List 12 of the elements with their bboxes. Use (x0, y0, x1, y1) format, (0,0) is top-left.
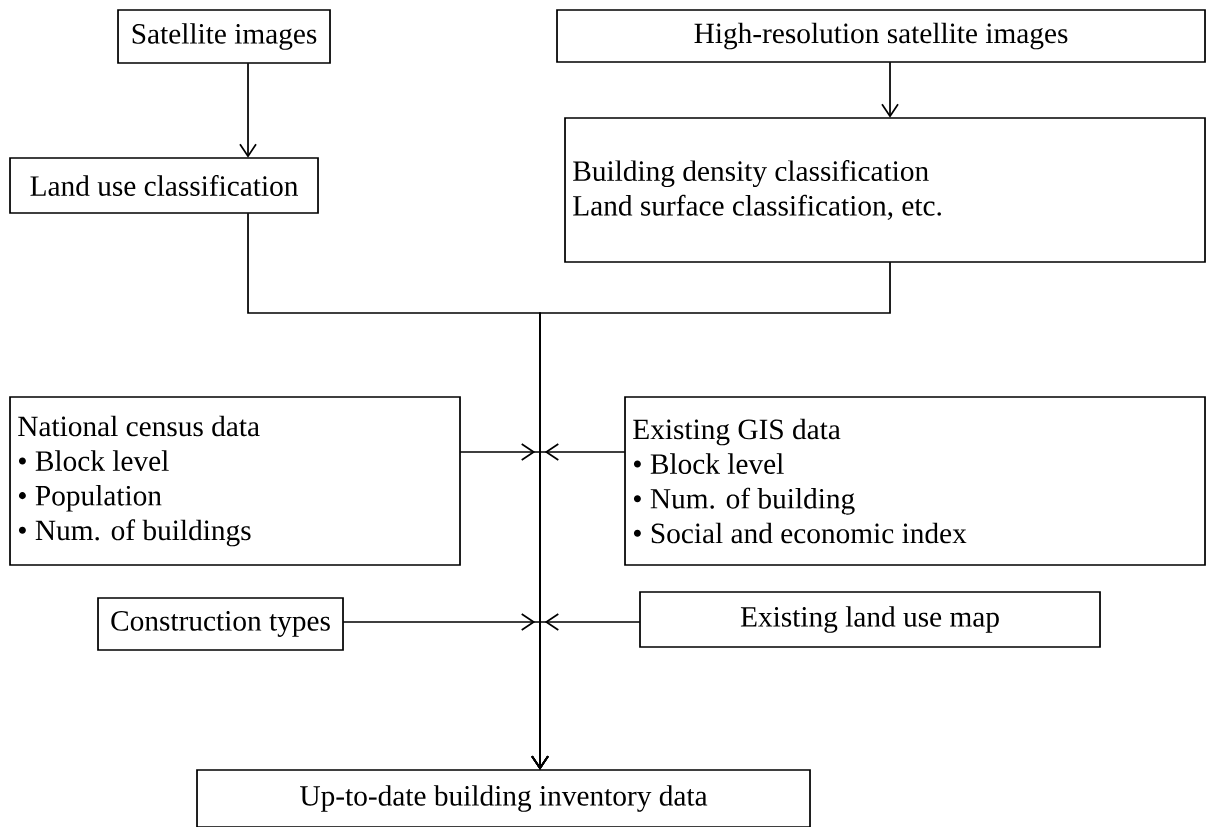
arrow (881, 61, 899, 118)
process-box: Building density classification Land surface classification, etc. (564, 117, 1206, 263)
arrow (531, 613, 641, 770)
process-box: Existing GIS data • Block level • Num. of building • Social and economic index (624, 396, 1206, 566)
process-box: High-resolution satellite images (556, 9, 1206, 63)
process-box: National census data • Block level • Population • Num. of buildings (9, 396, 461, 566)
arrow (239, 62, 257, 158)
process-box: Satellite images (117, 9, 331, 64)
process-box: Construction types (97, 597, 344, 651)
process-box: Up-to-date building inventory data (196, 769, 811, 827)
process-box: Existing land use map (639, 591, 1101, 648)
process-box: Land use classification (9, 157, 319, 214)
